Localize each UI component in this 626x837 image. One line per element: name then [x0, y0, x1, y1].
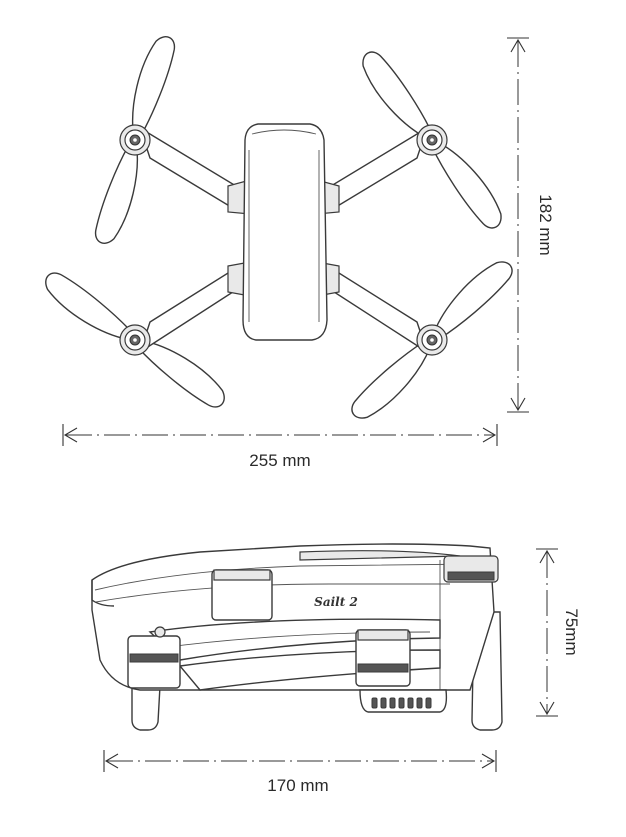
motor-rear-right — [416, 324, 448, 356]
length-dimension-line — [507, 37, 529, 413]
drone-body-top — [242, 123, 328, 341]
arm-front-right — [316, 126, 429, 215]
arm-rear-left — [138, 261, 251, 354]
rear-arm-folded — [178, 629, 441, 691]
length-label: 182 mm — [536, 194, 555, 255]
side-length-dimension-line — [103, 750, 497, 772]
motor-rear-left — [119, 324, 151, 356]
motor-front-left — [119, 124, 151, 156]
motor-front-right — [416, 124, 448, 156]
side-view: Sailt 2 170 mm 75mm — [91, 543, 581, 795]
top-view: 255 mm 182 mm — [38, 31, 555, 470]
height-label: 75mm — [562, 608, 581, 655]
brand-mark: Sailt 2 — [314, 595, 358, 609]
arm-rear-right — [316, 261, 429, 354]
width-dimension-line — [62, 424, 498, 446]
bottom-vent — [359, 689, 448, 713]
front-motor-block — [127, 626, 181, 689]
width-label: 255 mm — [249, 451, 310, 470]
arm-front-left — [138, 126, 251, 215]
side-length-label: 170 mm — [267, 776, 328, 795]
front-leg — [131, 685, 161, 731]
height-dimension-line — [536, 548, 558, 717]
